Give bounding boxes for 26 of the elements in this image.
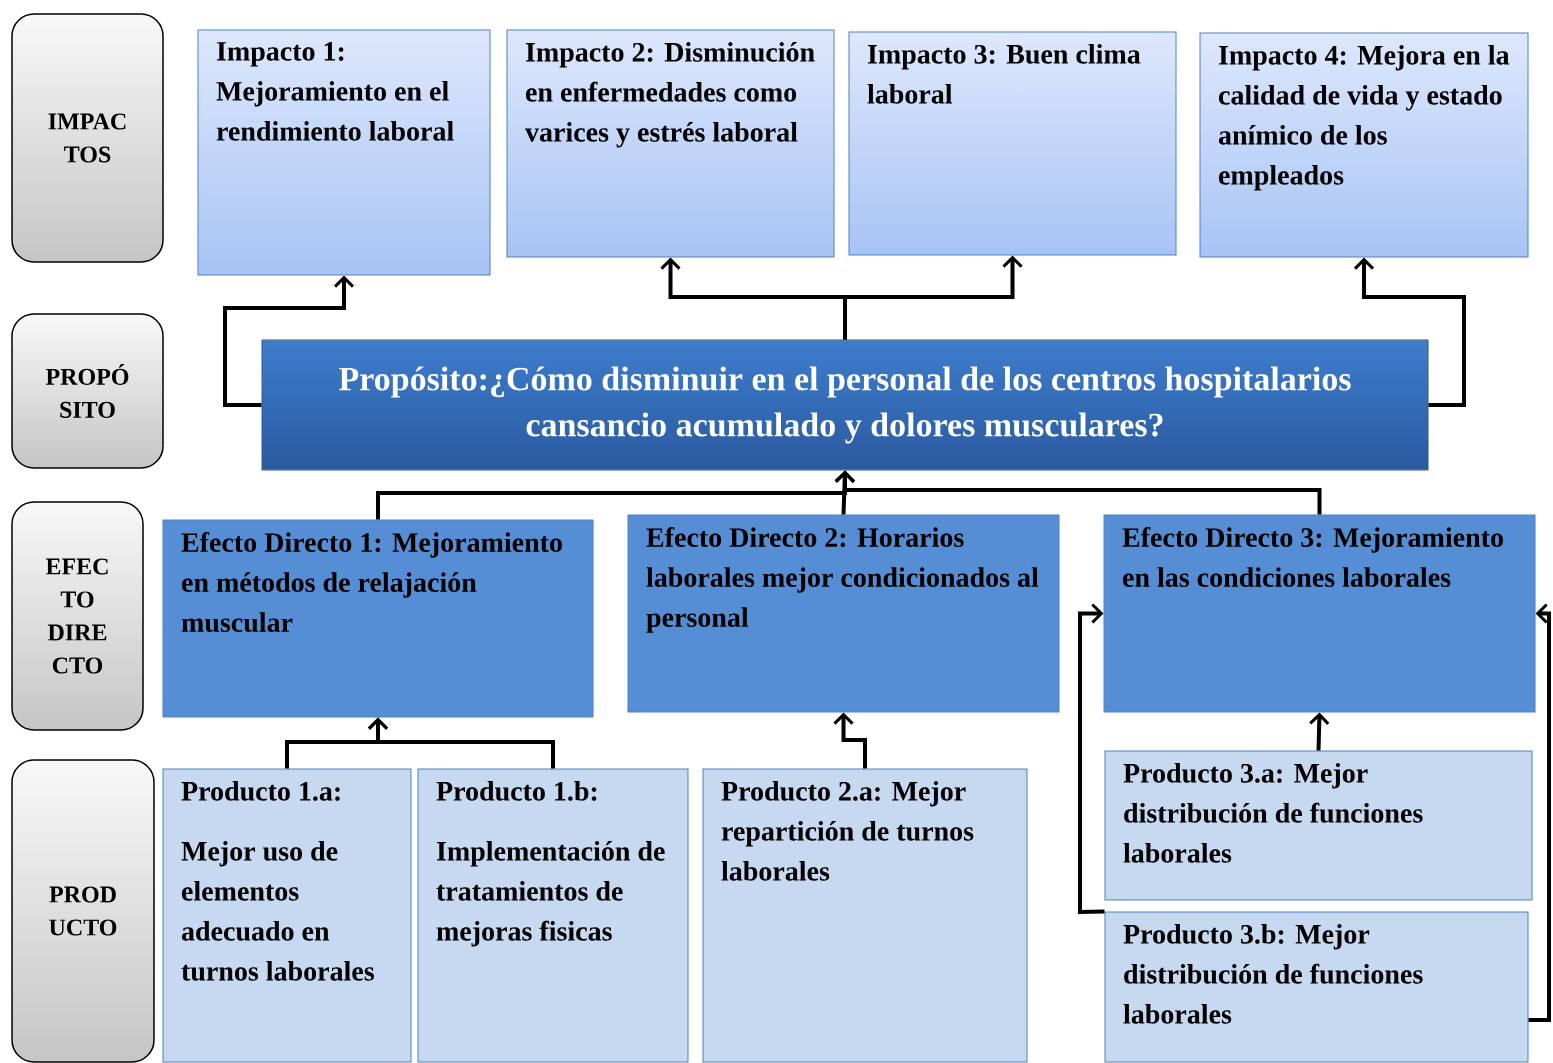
product-box: Producto 1.b: Implementación de tratamientos de mejoras fisicas <box>417 768 689 1063</box>
purpose-box: Propósito:¿Cómo disminuir en el personal de los centros hospitalarios cansancio acumulado y dolores musculares? <box>261 339 1429 471</box>
arrow <box>833 712 867 769</box>
impact-box: Impacto 3: Buen clima laboral <box>848 31 1177 256</box>
product-box: Producto 3.b: Mejor distribución de funciones laborales <box>1104 911 1529 1063</box>
row-label-box: EFEC TO DIRE CTO <box>11 501 144 731</box>
impact-box: Impacto 1: Mejoramiento en el rendimiento laboral <box>197 29 491 276</box>
row-label-box: IMPAC TOS <box>11 13 164 263</box>
arrow <box>1353 257 1466 407</box>
arrow <box>367 717 555 769</box>
arrow <box>1309 712 1330 751</box>
row-label-box: PROPÓ SITO <box>11 313 164 469</box>
product-box: Producto 2.a: Mejor repartición de turnos laborales <box>702 768 1028 1063</box>
arrow <box>1528 603 1551 1022</box>
impact-box: Impacto 4: Mejora en la calidad de vida y estado anímico de los empleados <box>1199 32 1529 258</box>
arrow <box>1078 603 1105 915</box>
arrow <box>843 255 1023 340</box>
effect-box: Efecto Directo 3: Mejoramiento en las condiciones laborales <box>1103 514 1536 713</box>
arrow <box>834 470 1322 515</box>
row-label-box: PROD UCTO <box>11 759 155 1063</box>
product-box: Producto 3.a: Mejor distribución de funciones laborales <box>1104 750 1533 901</box>
product-box: Producto 1.a: Mejor uso de elementos adecuado en turnos laborales <box>162 768 412 1063</box>
impact-box: Impacto 2: Disminución en enfermedades como varices y estrés laboral <box>506 29 835 258</box>
effect-box: Efecto Directo 2: Horarios laborales mejor condicionados al personal <box>627 514 1060 713</box>
effect-box: Efecto Directo 1: Mejoramiento en métodos de relajación muscular <box>162 519 594 718</box>
arrow <box>223 275 355 407</box>
